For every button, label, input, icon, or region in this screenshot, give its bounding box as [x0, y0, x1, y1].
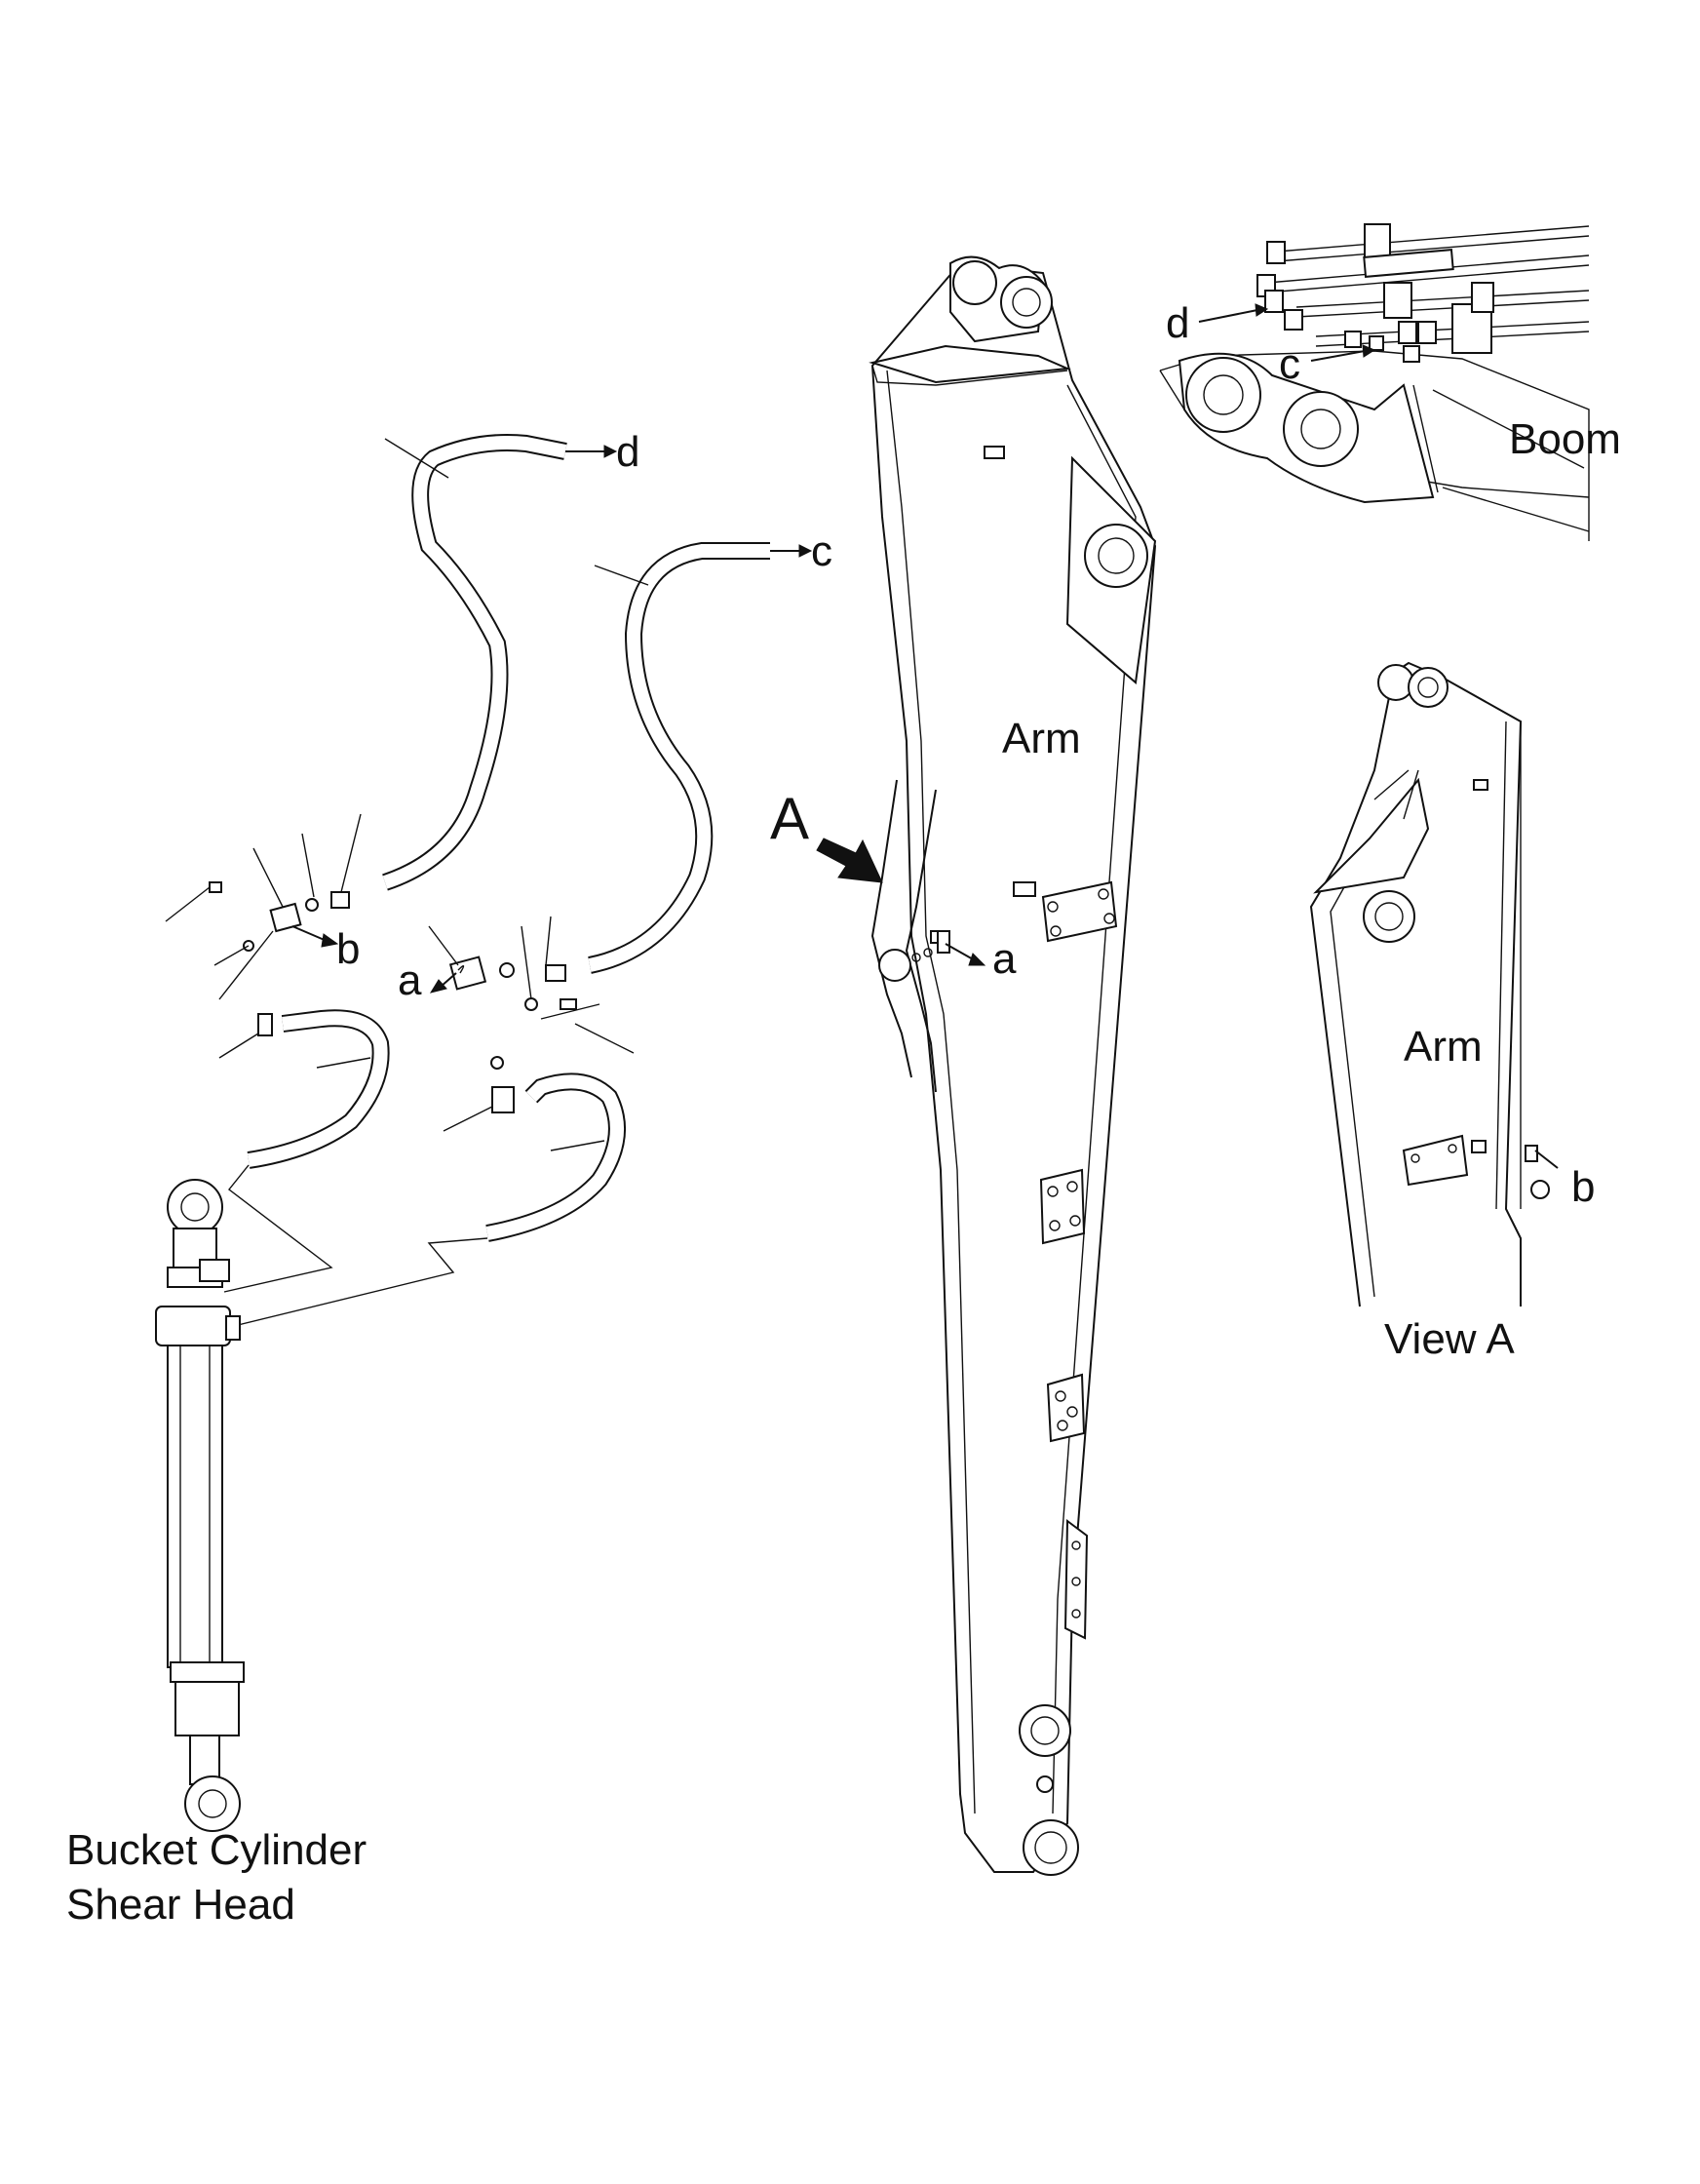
- cylinder-label-line2: Shear Head: [66, 1881, 295, 1929]
- hose-d: [382, 434, 567, 891]
- callout-c-boom: c: [1279, 340, 1300, 388]
- hose-lower-left: [247, 1009, 390, 1169]
- routing-lines: [223, 1164, 488, 1327]
- callout-a-fitting: a: [398, 956, 422, 1004]
- callout-b-view: b: [1571, 1163, 1595, 1211]
- view-a-label: View A: [1384, 1315, 1515, 1363]
- fittings: [165, 438, 986, 1151]
- hose-lower-right: [485, 1072, 626, 1242]
- callout-c-hose: c: [811, 527, 832, 575]
- view-arrow-label: A: [770, 786, 809, 851]
- cylinder-label-line1: Bucket Cylinder: [66, 1826, 367, 1874]
- callout-b-fitting: b: [336, 925, 360, 973]
- bucket-cylinder: [155, 1179, 245, 1832]
- boom-detail-drawing: [1159, 223, 1590, 541]
- arm-main-drawing: [869, 255, 1157, 1876]
- view-a-arrow: [816, 838, 883, 883]
- arm-main-label: Arm: [1002, 715, 1081, 762]
- hose-c: [588, 542, 770, 974]
- callout-d-hose: d: [616, 428, 639, 476]
- view-a-drawing: [1309, 661, 1559, 1307]
- boom-label: Boom: [1509, 415, 1621, 463]
- arm-view-label: Arm: [1404, 1023, 1483, 1071]
- callout-a-arm: a: [992, 935, 1017, 983]
- callout-d-boom: d: [1166, 299, 1189, 347]
